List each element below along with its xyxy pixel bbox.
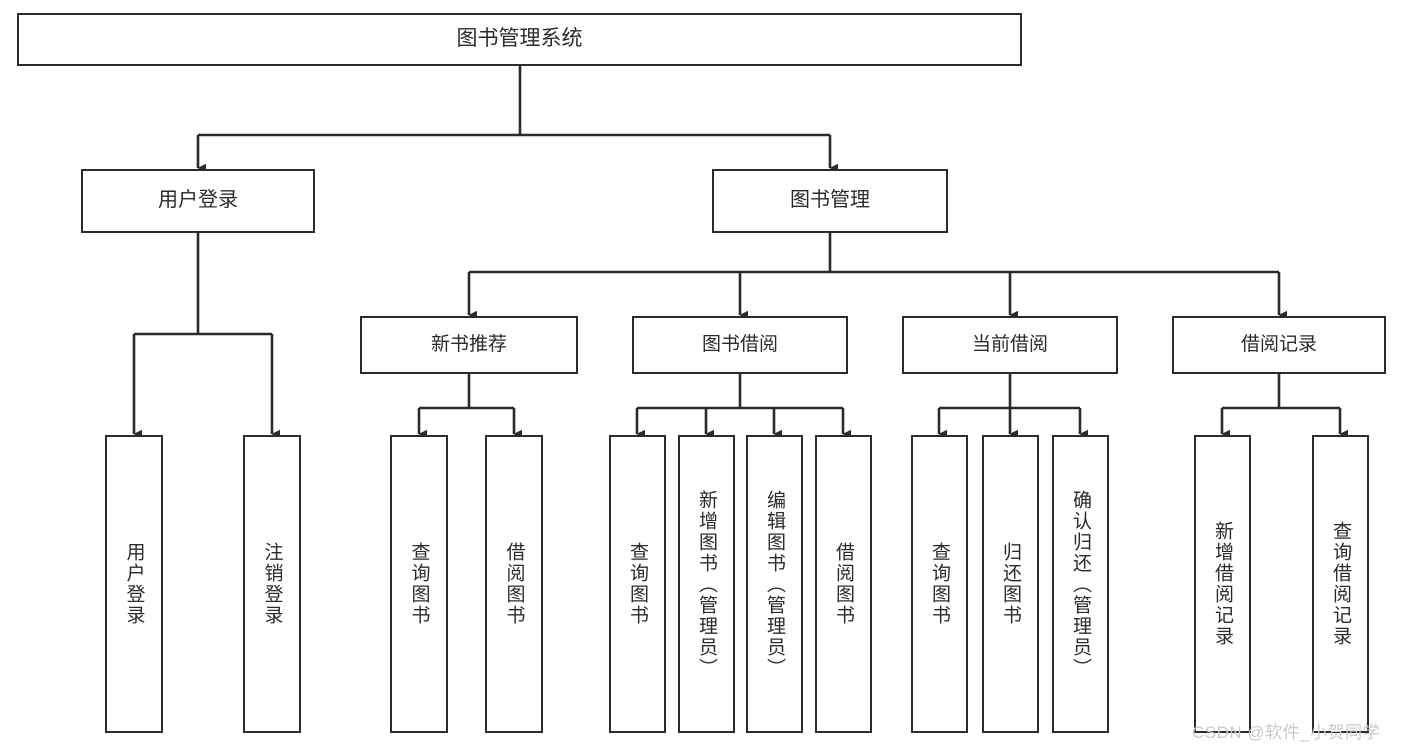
csdn-watermark: CSDN @软件_小贺同学 — [1192, 723, 1381, 742]
node-leaf-query-borrow-record[interactable]: 查询借阅记录 — [1312, 435, 1369, 733]
node-label-leaf-user-login: 用户登录 — [123, 542, 145, 626]
node-label-leaf-edit-book-admin: 编辑图书（管理员） — [764, 489, 785, 679]
node-leaf-borrow-books-rec[interactable]: 借阅图书 — [485, 435, 543, 733]
node-user-login[interactable]: 用户登录 — [81, 169, 315, 233]
node-book-borrow[interactable]: 图书借阅 — [632, 316, 848, 374]
node-label-new-book-recommend: 新书推荐 — [430, 333, 507, 355]
node-label-root: 图书管理系统 — [456, 27, 583, 51]
node-leaf-user-login[interactable]: 用户登录 — [105, 435, 163, 733]
node-label-leaf-query-books-current: 查询图书 — [929, 542, 950, 626]
node-root[interactable]: 图书管理系统 — [17, 13, 1022, 66]
node-label-leaf-query-borrow-record: 查询借阅记录 — [1330, 521, 1351, 647]
node-label-leaf-return-book: 归还图书 — [1000, 542, 1021, 626]
node-label-leaf-user-logout: 注销登录 — [261, 542, 283, 626]
node-new-book-recommend[interactable]: 新书推荐 — [360, 316, 578, 374]
node-label-leaf-add-book-admin: 新增图书（管理员） — [696, 489, 717, 679]
node-leaf-query-books-borrow[interactable]: 查询图书 — [609, 435, 666, 733]
node-borrow-record[interactable]: 借阅记录 — [1172, 316, 1386, 374]
node-label-leaf-query-books-borrow: 查询图书 — [627, 542, 648, 626]
node-leaf-add-book-admin[interactable]: 新增图书（管理员） — [678, 435, 735, 733]
node-leaf-query-books-rec[interactable]: 查询图书 — [390, 435, 448, 733]
node-label-leaf-confirm-return-admin: 确认归还（管理员） — [1070, 489, 1091, 679]
node-label-leaf-add-borrow-record: 新增借阅记录 — [1212, 521, 1233, 647]
node-book-management[interactable]: 图书管理 — [712, 169, 948, 233]
node-label-leaf-borrow-book: 借阅图书 — [833, 542, 854, 626]
node-leaf-user-logout[interactable]: 注销登录 — [243, 435, 301, 733]
connector-lines — [132, 66, 1348, 439]
node-label-borrow-record: 借阅记录 — [1240, 333, 1317, 355]
node-leaf-confirm-return-admin[interactable]: 确认归还（管理员） — [1052, 435, 1109, 733]
node-leaf-borrow-book[interactable]: 借阅图书 — [815, 435, 872, 733]
node-leaf-return-book[interactable]: 归还图书 — [982, 435, 1039, 733]
node-current-borrow[interactable]: 当前借阅 — [902, 316, 1118, 374]
node-label-leaf-query-books-rec: 查询图书 — [408, 542, 430, 626]
node-label-current-borrow: 当前借阅 — [971, 333, 1048, 355]
node-label-leaf-borrow-books-rec: 借阅图书 — [503, 542, 525, 626]
node-leaf-query-books-current[interactable]: 查询图书 — [911, 435, 968, 733]
node-leaf-edit-book-admin[interactable]: 编辑图书（管理员） — [746, 435, 803, 733]
node-label-book-management: 图书管理 — [790, 189, 870, 212]
node-leaf-add-borrow-record[interactable]: 新增借阅记录 — [1194, 435, 1251, 733]
node-label-user-login: 用户登录 — [158, 189, 238, 212]
node-label-book-borrow: 图书借阅 — [701, 333, 778, 355]
